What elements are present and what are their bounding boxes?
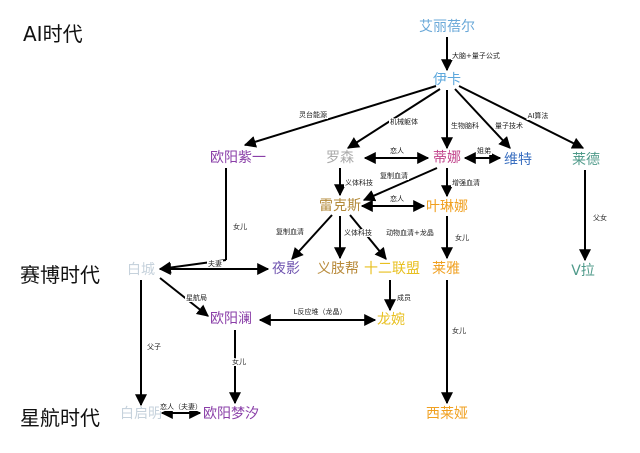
node-weite: 维特 [504, 152, 532, 168]
node-yelinna: 叶琳娜 [426, 199, 468, 215]
edge-label-ika-luosen: 机械躯体 [389, 118, 419, 126]
edge-label-ika-ouyang: 灵台能源 [298, 111, 328, 119]
node-xilaiya: 西莱娅 [426, 406, 468, 422]
edge-label-yelinna-laiya: 女儿 [454, 234, 470, 242]
node-laide: 莱德 [572, 152, 600, 168]
edge-label-dina-yelinna: 增强血清 [451, 179, 481, 187]
node-ouyang-mengxi: 欧阳梦汐 [203, 406, 259, 422]
edge-label-lan-mengxi: 女儿 [231, 358, 247, 366]
node-yeying: 夜影 [272, 261, 300, 277]
edge-label-ika-laide: AI算法 [526, 112, 550, 120]
edge-label-luosen-leikesi: 义体科技 [344, 179, 374, 187]
node-ika: 伊卡 [433, 72, 461, 88]
node-longwan: 龙婉 [377, 312, 405, 328]
node-baicheng: 白城 [127, 262, 155, 278]
edge-label-ika-dina: 生物脑科 [450, 122, 480, 130]
edge-label-laide-vla: 父女 [592, 214, 608, 222]
edge-label-baicheng-ouyanglan: 星航局 [185, 294, 208, 302]
era-cyber-label: 赛博时代 [20, 263, 100, 287]
node-shier: 十二联盟 [364, 261, 420, 277]
edge-label-alice-ika: 大脑+量子公式 [451, 52, 501, 60]
edge-label-shier-longwan: 成员 [396, 294, 412, 302]
edge-label-laiya-xilaiya: 女儿 [451, 327, 467, 335]
node-yizhibang: 义肢帮 [317, 261, 359, 277]
edge-dina-leikesi [362, 167, 438, 202]
edge-leikesi-shier [349, 214, 387, 260]
node-ouyang-lan: 欧阳澜 [210, 311, 252, 327]
node-baiqiming: 白启明 [120, 406, 162, 422]
edge-ika-laide [458, 85, 585, 149]
edge-ika-ouyang [243, 85, 437, 148]
edge-label-baicheng-baiqiming: 父子 [146, 343, 162, 351]
edge-label-ika-weite: 量子技术 [494, 122, 524, 130]
edge-baicheng-lan [159, 277, 209, 317]
era-star-label: 星航时代 [20, 406, 100, 430]
node-leikesi: 雷克斯 [319, 198, 361, 214]
node-laiya: 莱雅 [432, 261, 460, 277]
node-alice: 艾丽蓓尔 [419, 19, 475, 35]
edge-label-qiming-mengxi: 恋人（夫妻） [159, 403, 203, 411]
node-vla: V拉 [571, 263, 595, 279]
era-ai-label: AI时代 [23, 22, 83, 46]
edge-label-luosen-dina: 恋人 [389, 147, 405, 155]
edge-label-leikesi-yelinna: 恋人 [389, 195, 405, 203]
edge-ika-weite [454, 88, 511, 149]
edge-label-leikesi-yeying: 复制血清 [275, 228, 305, 236]
node-ouyang-ziyi: 欧阳紫一 [210, 150, 266, 166]
edge-label-ouyang-baicheng: 女儿 [232, 223, 248, 231]
edge-label-baicheng-yeying: 夫妻 [207, 260, 223, 268]
edge-leikesi-yeying [291, 214, 333, 260]
edge-label-lan-longwan: L反应堆（龙晶） [292, 308, 348, 316]
edge-label-leikesi-yizhibang: 义体科技 [343, 229, 373, 237]
edge-label-leikesi-shier: 动物血清+龙晶 [385, 229, 435, 237]
node-dina: 蒂娜 [433, 150, 461, 166]
edge-label-dina-weite: 姐弟 [476, 147, 492, 155]
node-luosen: 罗森 [326, 150, 354, 166]
edge-label-dina-leikesi: 复制血清 [379, 172, 409, 180]
